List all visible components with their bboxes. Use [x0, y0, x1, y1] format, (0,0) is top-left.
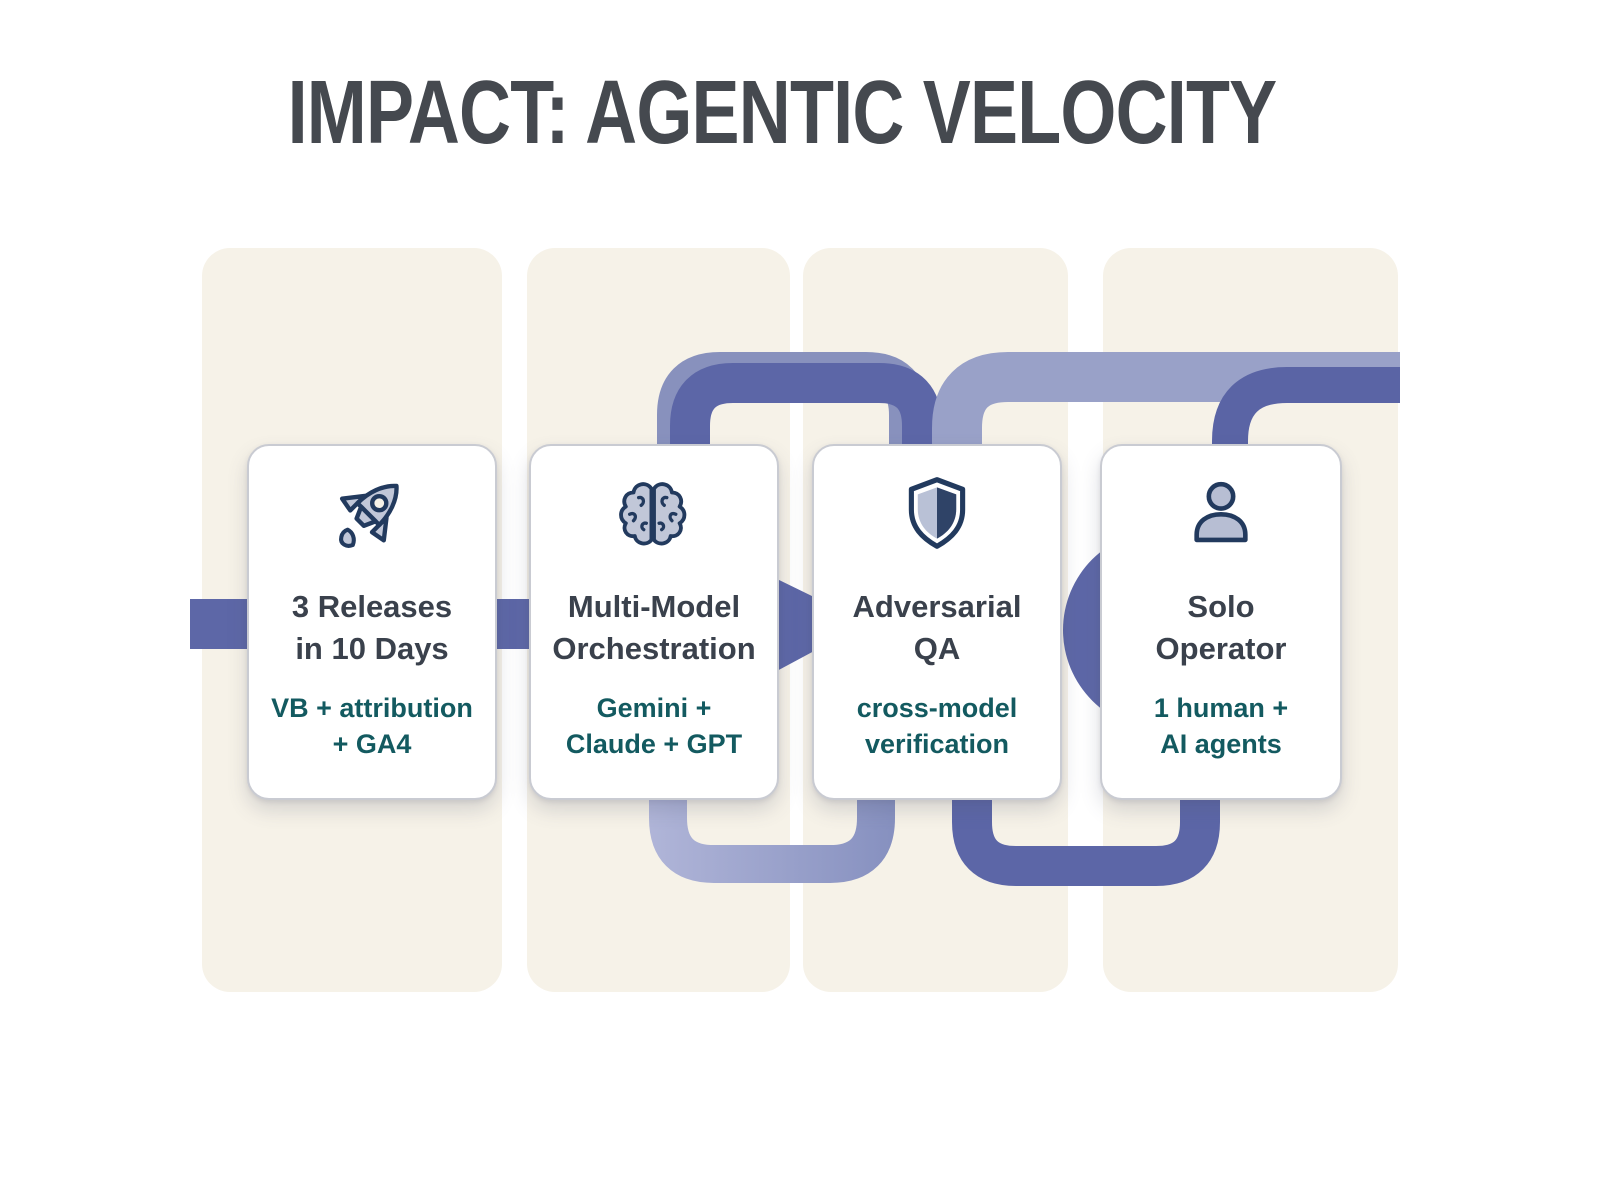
flow-loop-bottom-dark [952, 794, 1220, 886]
card-orchestration: Multi-Model Orchestration Gemini + Claud… [529, 444, 779, 800]
card-qa: Adversarial QA cross-model verification [812, 444, 1062, 800]
brain-icon [619, 482, 687, 546]
flow-path-topright [1212, 367, 1400, 476]
page-title: IMPACT: AGENTIC VELOCITY [287, 63, 1278, 163]
card-operator: Solo Operator 1 human + AI agents [1100, 444, 1342, 800]
card-title: Solo Operator [1155, 589, 1287, 666]
person-icon [1194, 481, 1248, 543]
flow-arch-top-dark [670, 363, 942, 476]
shield-icon [908, 477, 966, 549]
flow-arch-top-light [932, 352, 1400, 476]
card-subtitle: VB + attribution + GA4 [271, 693, 473, 759]
card-subtitle: 1 human + AI agents [1153, 693, 1289, 759]
card-title: Multi-Model Orchestration [552, 589, 756, 666]
flow-chevron-mid [775, 578, 816, 672]
flow-loop-bottom-light [649, 790, 895, 883]
card-subtitle: Gemini + Claude + GPT [565, 693, 743, 759]
card-releases: 3 Releases in 10 Days VB + attribution +… [247, 444, 497, 800]
rocket-icon [339, 483, 399, 548]
card-subtitle: cross-model verification [856, 693, 1018, 759]
card-title: 3 Releases in 10 Days [291, 589, 453, 666]
card-title: Adversarial QA [852, 589, 1022, 666]
